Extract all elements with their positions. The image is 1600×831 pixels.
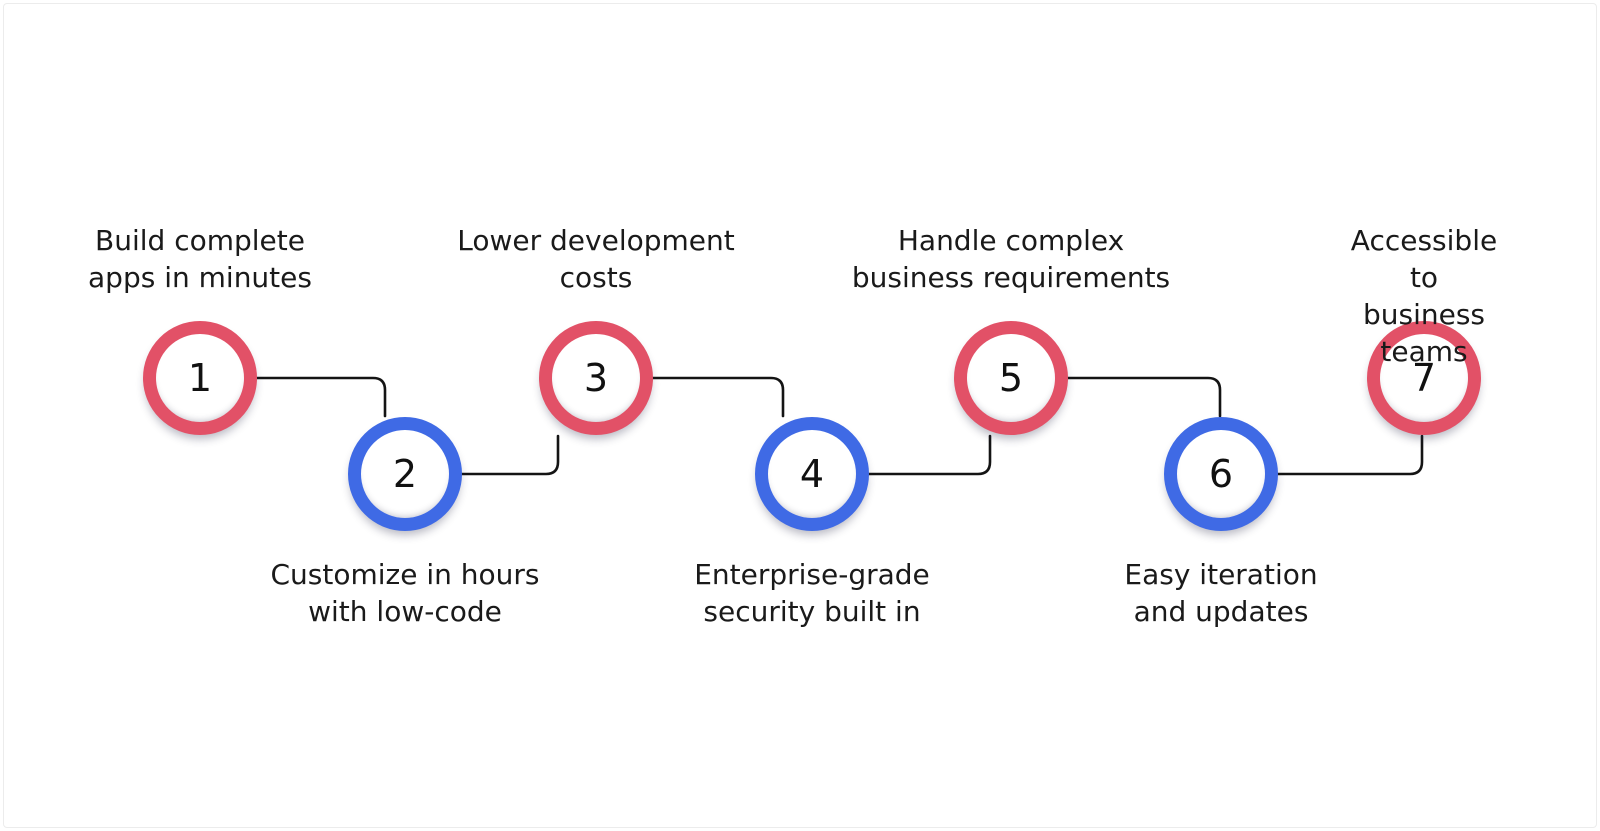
step-circle-5: 5	[954, 321, 1068, 435]
connector-6-7	[1276, 434, 1424, 476]
step-number-7: 7	[1411, 356, 1437, 400]
step-label-4: Enterprise-grade security built in	[694, 558, 930, 628]
connector-4-5	[867, 434, 992, 476]
step-circle-3: 3	[539, 321, 653, 435]
step-circle-2: 2	[348, 417, 462, 531]
step-circle-4: 4	[755, 417, 869, 531]
step-label-5: Handle complex business requirements	[851, 224, 1171, 294]
connector-2-3	[460, 434, 560, 476]
step-number-1: 1	[187, 356, 213, 400]
step-label-1: Build complete apps in minutes	[88, 224, 312, 294]
step-label-6: Easy iteration and updates	[1124, 558, 1318, 628]
step-label-7: Accessible to business teams	[1350, 224, 1498, 368]
step-label-3: Lower development costs	[457, 224, 735, 294]
connector-3-4	[651, 376, 785, 418]
step-number-6: 6	[1208, 452, 1234, 496]
step-number-2: 2	[392, 452, 418, 496]
step-label-2: Customize in hours with low-code	[270, 558, 540, 628]
connector-5-6	[1066, 376, 1222, 418]
step-number-4: 4	[799, 452, 825, 496]
step-circle-6: 6	[1164, 417, 1278, 531]
connector-1-2	[255, 376, 387, 418]
step-circle-1: 1	[143, 321, 257, 435]
step-number-3: 3	[583, 356, 609, 400]
step-number-5: 5	[998, 356, 1024, 400]
